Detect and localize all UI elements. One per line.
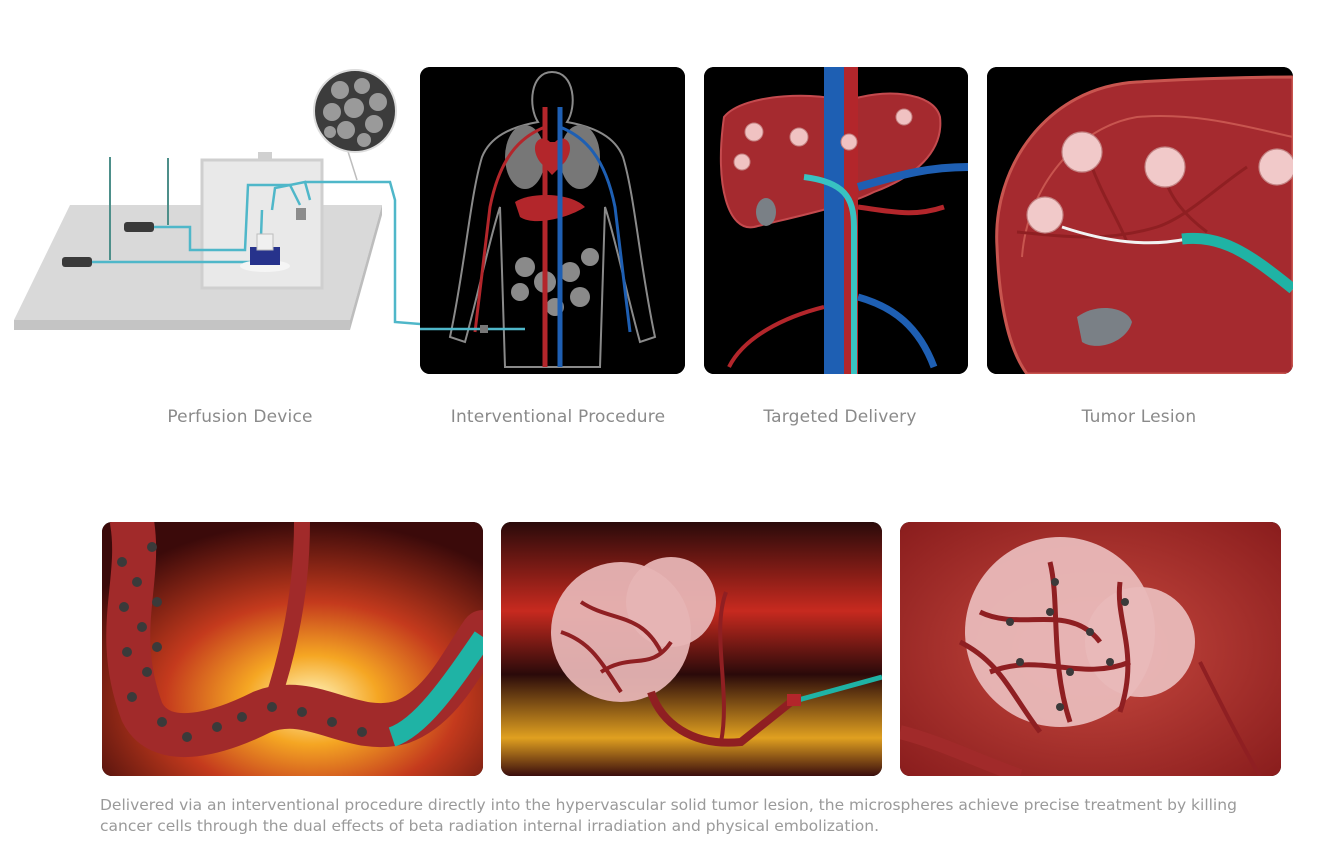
microsphere-magnifier-icon	[312, 68, 398, 154]
microsphere-vessel-panel	[102, 522, 483, 776]
caption-perfusion-device: Perfusion Device	[167, 407, 313, 427]
embolization-panel	[900, 522, 1281, 776]
targeted-delivery-panel	[704, 67, 968, 374]
perfusion-device-illustration	[0, 60, 420, 360]
interventional-procedure-panel	[420, 67, 685, 374]
tumor-lesion-panel	[987, 67, 1293, 374]
caption-targeted-delivery: Targeted Delivery	[763, 407, 917, 427]
tumor-vasculature-panel	[501, 522, 882, 776]
caption-interventional-procedure: Interventional Procedure	[450, 407, 666, 427]
caption-tumor-lesion: Tumor Lesion	[1081, 407, 1197, 427]
description-text: Delivered via an interventional procedur…	[100, 796, 1237, 835]
